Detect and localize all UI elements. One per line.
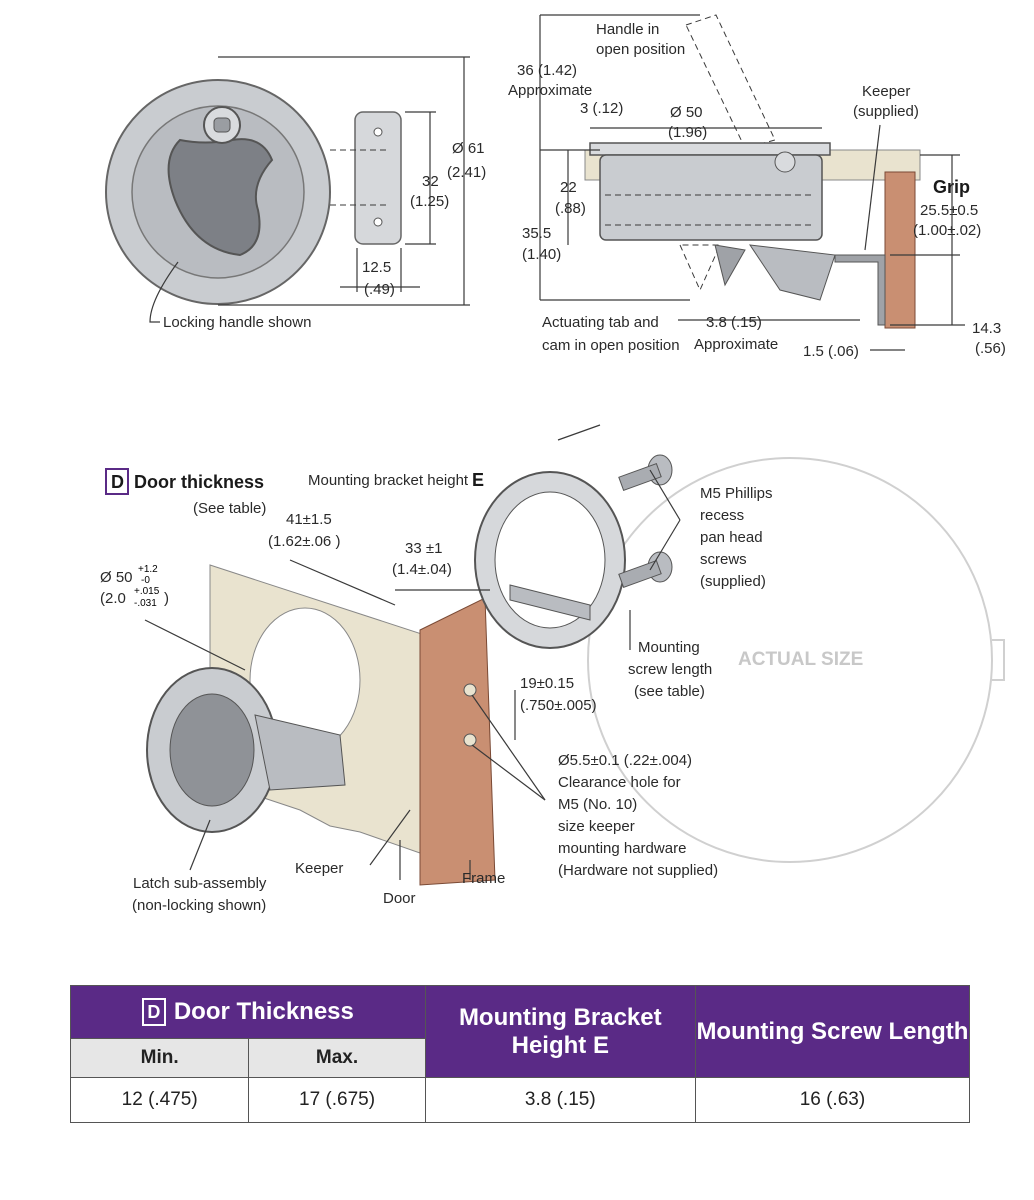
actuating-label-1: Actuating tab and: [542, 314, 659, 331]
clearance-5: mounting hardware: [558, 840, 686, 857]
dia50-main: Ø 50: [100, 569, 133, 586]
bracket-e-label: E: [472, 470, 484, 490]
dim-12-5-inch: (.49): [364, 281, 395, 298]
dia-50-inch: (1.96): [668, 124, 707, 141]
dim-1-5-label: 1.5 (.06): [803, 343, 859, 360]
keeper-label-1: Keeper: [862, 83, 910, 100]
screws-label-3: pan head: [700, 529, 763, 546]
handle-open-1: Handle in: [596, 21, 659, 38]
dim-33-inch: (1.4±.04): [392, 561, 452, 578]
dim-14-3-label: 14.3: [972, 320, 1001, 337]
keeper-part: [834, 254, 886, 326]
dia50-tol-dn: -0: [141, 575, 150, 586]
row-bracket: 3.8 (.15): [424, 1077, 696, 1123]
dim-32-label: 32: [422, 173, 439, 190]
row-max: 17 (.675): [248, 1077, 426, 1123]
dim-36-label: 36 (1.42): [517, 62, 577, 79]
d-badge-middle: D: [111, 472, 124, 492]
dim-3-label: 3 (.12): [580, 100, 623, 117]
dim-41-inch: (1.62±.06 ): [268, 533, 340, 550]
front-view: Ø 61 (2.41) 32 (1.25) 12.5 (.49) Locking…: [105, 56, 486, 331]
latch-body: [599, 154, 823, 241]
screw-length-1: Mounting: [638, 639, 700, 656]
technical-drawing: Ø 61 (2.41) 32 (1.25) 12.5 (.49) Locking…: [100, 14, 1006, 914]
frame-section: [884, 171, 916, 329]
dia50-tol-up: +1.2: [138, 564, 158, 575]
table-row: 12 (.475) 17 (.675) 3.8 (.15) 16 (.63): [69, 1077, 971, 1123]
dim-19-label: 19±0.15: [520, 675, 574, 692]
keeper-bracket: [354, 111, 402, 245]
grip-value-1: 25.5±0.5: [920, 202, 978, 219]
dia50-inch-tol-up: +.015: [134, 586, 160, 597]
actual-size-label: ACTUAL SIZE: [738, 649, 863, 670]
see-table-label: (See table): [193, 500, 266, 517]
latch-label-2: (non-locking shown): [132, 897, 266, 914]
dim-35-5-label: 35.5: [522, 225, 551, 242]
frame-panel: [419, 597, 496, 886]
door-label: Door: [383, 890, 416, 907]
dim-19-inch: (.750±.005): [520, 697, 597, 714]
screw-header: Mounting Screw Length: [694, 985, 971, 1078]
handle-open-2: open position: [596, 41, 685, 58]
clearance-4: size keeper: [558, 818, 635, 835]
dim-33-label: 33 ±1: [405, 540, 442, 557]
dia-61-label: Ø 61: [452, 140, 485, 157]
min-header: Min.: [69, 1038, 250, 1078]
screw-length-3: (see table): [634, 683, 705, 700]
grip-value-2: (1.00±.02): [913, 222, 981, 239]
bracket-height-label: Mounting bracket height: [308, 472, 469, 489]
screw-length-2: screw length: [628, 661, 712, 678]
dia50-inch-tol-dn: -.031: [134, 598, 157, 609]
actuating-label-2: cam in open position: [542, 337, 680, 354]
actual-size-outline: [587, 457, 993, 863]
approx-label-2: Approximate: [694, 336, 778, 353]
dim-14-3-inch: (.56): [975, 340, 1006, 357]
screw-bottom: [618, 551, 673, 589]
dia50-inch-close: ): [164, 590, 169, 607]
keeper-label-2: (supplied): [853, 103, 919, 120]
dim-22-label: 22: [560, 179, 577, 196]
screws-label-5: (supplied): [700, 573, 766, 590]
dim-12-5-label: 12.5: [362, 259, 391, 276]
screws-label-1: M5 Phillips: [700, 485, 773, 502]
clearance-2: Clearance hole for: [558, 774, 681, 791]
dim-35-5-inch: (1.40): [522, 246, 561, 263]
approx-label: Approximate: [508, 82, 592, 99]
dia-61-inch: (2.41): [447, 164, 486, 181]
assembly-view: ACTUAL SIZE: [100, 424, 1005, 914]
d-badge-table: D: [141, 998, 166, 1027]
dia50-inch-main: (2.0: [100, 590, 126, 607]
door-thickness-label: Door thickness: [134, 472, 264, 492]
bracket-header: Mounting Bracket Height E: [424, 985, 696, 1078]
clearance-1: Ø5.5±0.1 (.22±.004): [558, 752, 692, 769]
frame-label: Frame: [462, 870, 505, 887]
clearance-3: M5 (No. 10): [558, 796, 637, 813]
dim-32-inch: (1.25): [410, 193, 449, 210]
dim-3-8-label: 3.8 (.15): [706, 314, 762, 331]
locking-handle-label: Locking handle shown: [163, 314, 311, 331]
max-header: Max.: [248, 1038, 426, 1078]
dim-22-inch: (.88): [555, 200, 586, 217]
row-min: 12 (.475): [69, 1077, 250, 1123]
door-thickness-header-label: Door Thickness: [173, 997, 354, 1025]
row-screw: 16 (.63): [694, 1077, 971, 1123]
screws-label-4: screws: [700, 551, 747, 568]
side-view: Handle in open position 36 (1.42) Approx…: [508, 14, 1006, 360]
clearance-6: (Hardware not supplied): [558, 862, 718, 879]
dim-41-label: 41±1.5: [286, 511, 332, 528]
keeper-label: Keeper: [295, 860, 343, 877]
screw-top: [618, 454, 673, 492]
dia-50-label: Ø 50: [670, 104, 703, 121]
latch-label-1: Latch sub-assembly: [133, 875, 267, 892]
screws-label-2: recess: [700, 507, 744, 524]
